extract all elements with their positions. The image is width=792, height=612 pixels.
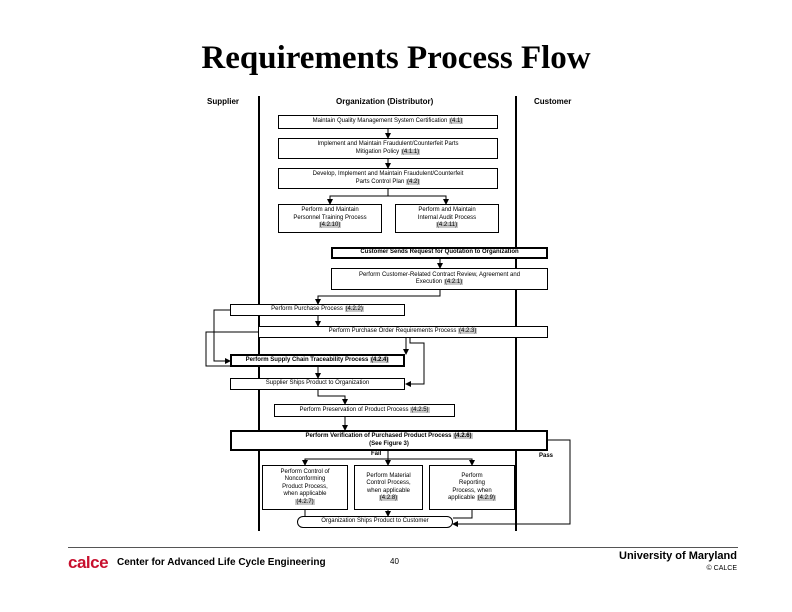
slide-title: Requirements Process Flow	[201, 40, 591, 76]
box-control-plan: Develop, Implement and Maintain Fraudule…	[278, 168, 498, 189]
box-qms-ref: (4.1)	[449, 118, 464, 125]
lane-organization: Organization (Distributor)	[336, 97, 434, 106]
arrow-po-to-ships	[405, 338, 425, 387]
arrow-ships-to-preservation	[317, 390, 348, 405]
box-purchase-process: Perform Purchase Process (4.2.2)	[230, 304, 405, 316]
box-contract-review-text2: Execution	[415, 279, 443, 285]
box-traceability-text: Perform Supply Chain Traceability Proces…	[245, 356, 369, 363]
box-contract-review: Perform Customer-Related Contract Review…	[331, 268, 548, 290]
box-reporting-text3: Process, when	[452, 487, 492, 494]
box-contract-review-text1: Perform Customer-Related Contract Review…	[358, 271, 521, 278]
arrow-pass-branch	[452, 439, 571, 527]
box-supplier-ships-text: Supplier Ships Product to Organization	[265, 380, 370, 387]
box-material-control-text2: Control Process,	[366, 480, 411, 486]
box-traceability: Perform Supply Chain Traceability Proces…	[230, 354, 405, 367]
box-training-text1: Perform and Maintain	[301, 207, 359, 214]
box-reporting-ref: (4.2.9)	[476, 495, 497, 501]
box-verification-text: Perform Verification of Purchased Produc…	[305, 433, 452, 439]
box-nonconforming-ref: (4.2.7)	[295, 498, 315, 505]
box-supplier-ships: Supplier Ships Product to Organization	[230, 378, 405, 390]
box-purchase-text: Perform Purchase Process	[271, 306, 343, 313]
box-verification-see: (See Figure 3)	[369, 440, 409, 447]
box-preservation-ref: (4.2.5)	[410, 406, 430, 413]
box-verification-ref: (4.2.6)	[453, 433, 473, 439]
box-po-requirements-ref: (4.2.3)	[458, 328, 478, 335]
box-reporting-text1: Perform	[461, 472, 483, 479]
box-material-control-ref: (4.2.8)	[378, 495, 399, 501]
box-verification: Perform Verification of Purchased Produc…	[230, 430, 548, 451]
box-customer-request-text: Customer Sends Request for Quotation to …	[360, 249, 519, 256]
box-org-ships: Organization Ships Product to Customer	[297, 516, 453, 528]
lane-supplier: Supplier	[207, 97, 240, 106]
arrow-reporting-down	[453, 510, 473, 519]
footer-copyright: © CALCE	[706, 565, 737, 572]
label-fail: Fail	[371, 451, 382, 457]
box-contract-review-ref: (4.2.1)	[443, 279, 464, 285]
footer-center-name: Center for Advanced Life Cycle Engineeri…	[117, 557, 326, 568]
box-mitigation-policy: Implement and Maintain Fraudulent/Counte…	[278, 138, 498, 159]
arrow-po-loop	[205, 331, 258, 367]
box-nonconforming-text2: Nonconforming	[284, 476, 326, 483]
box-audit-ref: (4.2.11)	[435, 222, 459, 229]
box-preservation-text: Perform Preservation of Product Process	[299, 406, 409, 413]
arrow-fail-to-reporting	[388, 458, 475, 466]
box-mitigation-ref: (4.1.1)	[400, 148, 421, 155]
box-material-control-text1: Perform Material	[366, 472, 411, 479]
box-quality-management: Maintain Quality Management System Certi…	[278, 115, 498, 129]
lane-divider-right	[515, 96, 517, 531]
box-po-requirements-text: Perform Purchase Order Requirements Proc…	[328, 328, 457, 335]
box-nonconforming-text3: Product Process,	[282, 483, 328, 490]
box-training-ref: (4.2.10)	[318, 222, 342, 229]
box-mitigation-text2: Mitigation Policy	[355, 148, 400, 155]
box-audit-text2: Internal Audit Process	[417, 214, 477, 221]
footer-university: University of Maryland	[619, 550, 737, 562]
arrow-plan-to-audit	[388, 195, 449, 205]
box-control-plan-ref: (4.2)	[406, 178, 421, 185]
box-po-requirements: Perform Purchase Order Requirements Proc…	[258, 326, 548, 338]
box-training-text2: Personnel Training Process	[293, 214, 367, 221]
arrow-purchase-loop	[213, 309, 231, 364]
box-mitigation-text1: Implement and Maintain Fraudulent/Counte…	[317, 141, 459, 147]
arrow-fail-branch	[302, 451, 389, 466]
box-reporting-text2: Reporting	[458, 480, 485, 486]
footer-divider	[68, 547, 738, 548]
label-pass: Pass	[539, 453, 554, 459]
lane-customer: Customer	[534, 97, 572, 106]
box-control-plan-text2: Parts Control Plan	[355, 178, 405, 185]
box-nonconforming-text1: Perform Control of	[280, 468, 330, 475]
box-customer-request: Customer Sends Request for Quotation to …	[331, 247, 548, 259]
box-preservation: Perform Preservation of Product Process …	[274, 404, 455, 417]
box-traceability-ref: (4.2.4)	[370, 356, 390, 363]
arrow-plan-to-training	[327, 189, 389, 205]
box-audit-text1: Perform and Maintain	[418, 207, 476, 214]
box-qms-text: Maintain Quality Management System Certi…	[312, 118, 448, 125]
arrow-review-to-purchase	[315, 290, 441, 305]
box-material-control-text3: when applicable	[366, 487, 410, 494]
calce-logo: calce	[68, 553, 109, 572]
box-reporting-text4: applicable	[447, 495, 475, 501]
box-nonconforming-text4: when applicable	[283, 491, 327, 498]
box-purchase-ref: (4.2.2)	[344, 306, 364, 313]
box-control-plan-text1: Develop, Implement and Maintain Fraudule…	[312, 171, 464, 177]
box-org-ships-text: Organization Ships Product to Customer	[321, 518, 429, 525]
page-number: 40	[390, 557, 399, 566]
